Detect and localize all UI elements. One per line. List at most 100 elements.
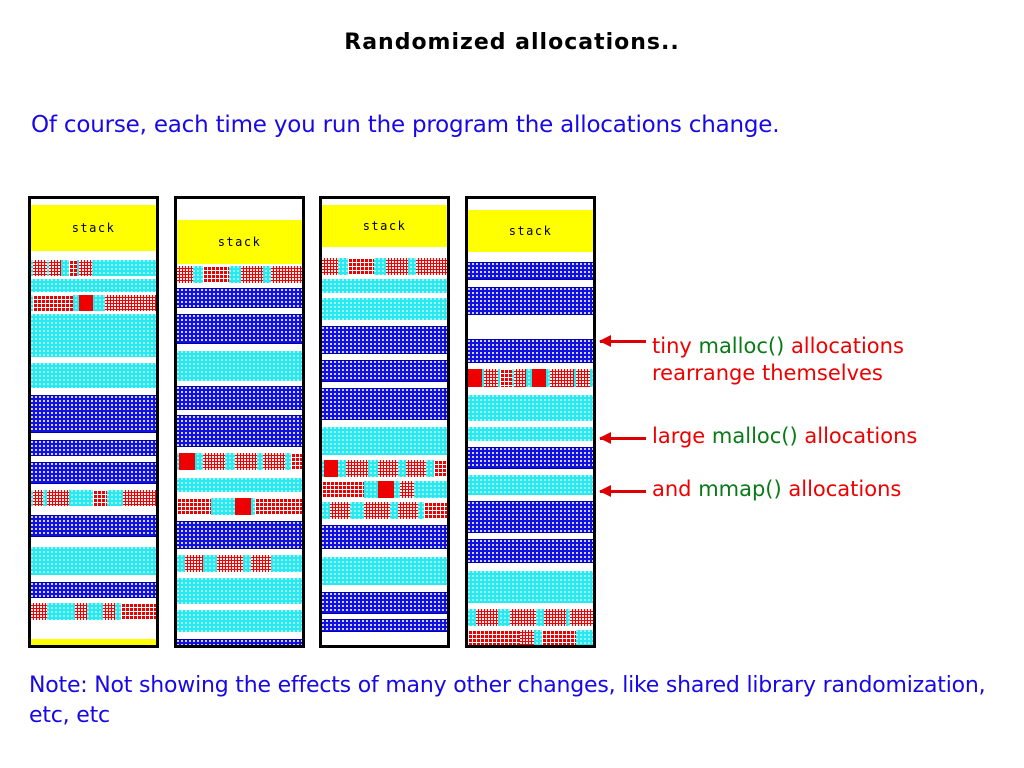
memory-band-stack: stack [322, 205, 447, 247]
memory-band-cyan [468, 427, 593, 441]
malloc-chunk [576, 369, 590, 387]
malloc-chunk [348, 258, 374, 275]
subtitle-text: Of course, each time you run the program… [31, 112, 780, 138]
malloc-chunk [550, 369, 574, 387]
memory-band-blue [468, 262, 593, 280]
malloc-chunk [378, 460, 398, 477]
memory-map-column-4: stackprogram [465, 196, 596, 648]
malloc-chunk [203, 453, 225, 470]
memory-band-label: stack [217, 235, 262, 249]
memory-band-cyan [177, 351, 302, 381]
annotation-tiny-malloc: tiny malloc() allocations rearrange them… [652, 333, 904, 387]
annotation-tiny-malloc-line1: tiny malloc() allocations [652, 333, 904, 360]
malloc-chunk [47, 490, 69, 506]
malloc-chunk [31, 603, 47, 620]
memory-band-blue [468, 539, 593, 563]
memory-band-cyan [177, 610, 302, 632]
memory-band-cyan [468, 475, 593, 495]
memory-band-blue [31, 440, 156, 456]
malloc-chunk [177, 266, 193, 283]
memory-band-tiny [31, 260, 156, 276]
annotation-tiny-malloc-line2: rearrange themselves [652, 361, 883, 385]
malloc-chunk [406, 460, 426, 477]
memory-band-blue [468, 339, 593, 363]
memory-band-program: program [31, 639, 156, 645]
malloc-chunk [544, 609, 566, 626]
memory-band-cyan [31, 363, 156, 388]
malloc-chunk [386, 258, 408, 275]
memory-band-blue [322, 619, 447, 632]
malloc-chunk [49, 260, 61, 276]
malloc-chunk [468, 630, 520, 645]
memory-band-tiny [31, 603, 156, 620]
malloc-chunk [217, 555, 243, 572]
malloc-chunk [398, 502, 418, 519]
memory-band-blue [322, 592, 447, 614]
memory-band-label: stack [508, 224, 553, 238]
arrow-to-large-malloc-row [599, 432, 646, 444]
annotation-tiny-function: malloc() [698, 334, 785, 358]
memory-band-blue [31, 515, 156, 537]
malloc-chunk [476, 609, 498, 626]
memory-band-cyan [322, 279, 447, 293]
memory-band-tiny [177, 498, 302, 515]
malloc-chunk [177, 498, 211, 515]
memory-band-blue [468, 447, 593, 469]
arrow-to-mmap-row [599, 485, 646, 497]
memory-band-blue [177, 288, 302, 308]
malloc-chunk [330, 502, 350, 519]
annotation-large-suffix: allocations [797, 424, 918, 448]
annotation-mmap: and mmap() allocations [652, 476, 901, 503]
annotation-large-malloc-line1: large malloc() allocations [652, 423, 917, 450]
memory-band-blue [468, 287, 593, 315]
memory-band-tiny [322, 502, 447, 519]
malloc-chunk [79, 295, 93, 311]
malloc-chunk [105, 295, 156, 311]
malloc-chunk [520, 630, 534, 645]
memory-band-tiny [468, 369, 593, 387]
memory-band-tiny [177, 453, 302, 470]
malloc-chunk [324, 460, 338, 477]
malloc-chunk [203, 266, 229, 283]
annotation-mmap-function: mmap() [698, 477, 782, 501]
memory-map-column-1: stack program [28, 196, 159, 648]
malloc-chunk [69, 260, 77, 276]
memory-band-tiny [322, 460, 447, 477]
memory-band-cyan [177, 478, 302, 492]
malloc-chunk [79, 260, 92, 276]
memory-band-label: stack [71, 221, 116, 235]
malloc-chunk [364, 502, 390, 519]
malloc-chunk [434, 460, 447, 477]
malloc-chunk [484, 369, 498, 387]
malloc-chunk [123, 490, 156, 506]
memory-band-blue [322, 388, 447, 420]
memory-band-tiny [322, 258, 447, 275]
malloc-chunk [346, 460, 368, 477]
malloc-chunk [263, 453, 285, 470]
malloc-chunk [322, 481, 364, 498]
malloc-chunk [500, 369, 512, 387]
malloc-chunk [400, 481, 414, 498]
memory-band-blue [177, 639, 302, 645]
memory-band-blue [177, 386, 302, 410]
malloc-chunk [378, 481, 394, 498]
memory-band-cyan [322, 298, 447, 320]
annotation-mmap-line1: and mmap() allocations [652, 476, 901, 503]
memory-band-tiny [468, 630, 593, 645]
memory-band-tiny [177, 266, 302, 283]
footer-note: Note: Not showing the effects of many ot… [29, 673, 986, 728]
arrow-to-tiny-malloc-row [599, 335, 646, 347]
malloc-chunk [33, 490, 43, 506]
malloc-chunk [514, 369, 526, 387]
annotation-large-malloc: large malloc() allocations [652, 423, 917, 450]
malloc-chunk [271, 266, 302, 283]
malloc-chunk [93, 490, 107, 506]
memory-band-stack: stack [31, 205, 156, 251]
malloc-chunk [542, 630, 576, 645]
annotation-mmap-prefix: and [652, 477, 699, 501]
malloc-chunk [33, 295, 73, 311]
memory-band-blue [31, 582, 156, 598]
memory-band-cyan [468, 571, 593, 603]
malloc-chunk [570, 609, 593, 626]
malloc-chunk [75, 603, 87, 620]
